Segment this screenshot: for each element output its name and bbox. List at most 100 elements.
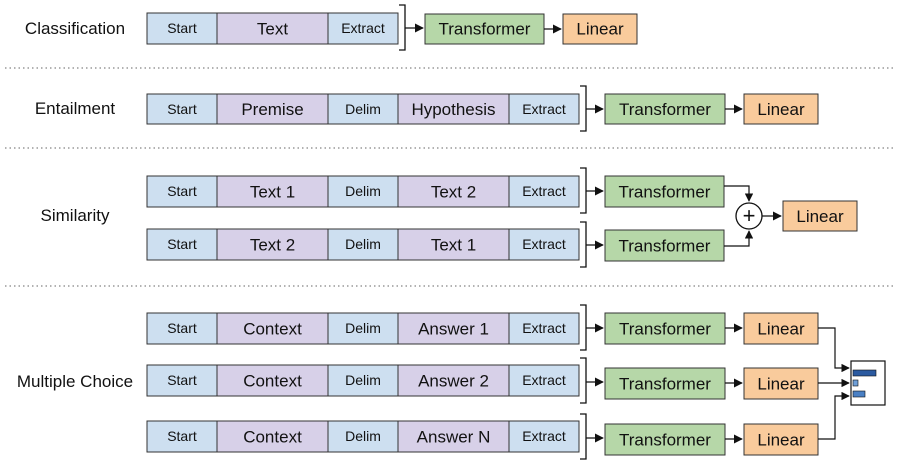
transformer-label: Transformer (619, 431, 711, 450)
token-delim-label: Delim (345, 236, 381, 252)
task-label: Entailment (35, 99, 116, 118)
token-start-label: Start (167, 236, 197, 252)
token-premise-label: Premise (241, 100, 303, 119)
token-start (146, 312, 218, 345)
token-extract-label: Extract (341, 20, 385, 36)
transformer-box (604, 312, 726, 345)
token-start-label: Start (167, 20, 197, 36)
token-extract (508, 228, 580, 261)
transformer-box (604, 367, 726, 400)
softmax-icon (850, 360, 886, 406)
token-start (146, 228, 218, 261)
transformer-label: Transformer (439, 20, 531, 39)
linear-box (743, 93, 819, 125)
token-start (146, 364, 218, 397)
token-hypothesis-label: Hypothesis (411, 100, 495, 119)
task-label: Multiple Choice (17, 372, 133, 391)
transformer-box (604, 175, 725, 208)
bracket (580, 85, 587, 132)
token-context-label: Context (243, 320, 302, 339)
transformer-label: Transformer (619, 100, 711, 119)
token-answer-label: Answer N (417, 428, 491, 447)
token-answer-label: Answer 2 (418, 372, 489, 391)
token-context (216, 312, 329, 345)
task-multiple-choice: Multiple Choice Start Context Delim Answ… (17, 304, 886, 460)
token-extract-label: Extract (522, 372, 566, 388)
transformer-label: Transformer (619, 237, 711, 256)
token-delim (327, 228, 399, 261)
token-delim-label: Delim (345, 428, 381, 444)
linear-box (743, 423, 819, 456)
linear-label: Linear (576, 20, 624, 39)
token-text2-label: Text 2 (431, 183, 476, 202)
linear-label: Linear (796, 207, 844, 226)
token-delim-label: Delim (345, 372, 381, 388)
token-answer (397, 312, 510, 345)
transformer-box (604, 93, 726, 125)
task-similarity: Similarity Start Text 1 Delim Text 2 Ext… (41, 167, 858, 268)
token-answer-label: Answer 1 (418, 320, 489, 339)
transformer-label: Transformer (619, 183, 711, 202)
bracket (580, 413, 587, 460)
linear-box (782, 200, 858, 232)
token-extract (508, 364, 580, 397)
bracket (580, 304, 587, 351)
bracket (399, 4, 406, 51)
token-context-label: Context (243, 428, 302, 447)
task-classification: Classification Start Text Extract Transf… (25, 4, 638, 51)
token-text1-label: Text 1 (431, 236, 476, 255)
token-text1 (216, 175, 329, 208)
token-extract-label: Extract (522, 320, 566, 336)
token-text-label: Text (257, 20, 288, 39)
token-extract (508, 312, 580, 345)
transformer-label: Transformer (619, 375, 711, 394)
task-label: Classification (25, 19, 125, 38)
linear-label: Linear (757, 100, 805, 119)
token-start-label: Start (167, 320, 197, 336)
token-delim-label: Delim (345, 183, 381, 199)
token-start (146, 175, 218, 208)
token-start (146, 93, 218, 125)
token-text (216, 12, 329, 45)
token-start-label: Start (167, 183, 197, 199)
token-start-label: Start (167, 101, 197, 117)
linear-label: Linear (757, 375, 805, 394)
token-delim-label: Delim (345, 101, 381, 117)
token-context-label: Context (243, 372, 302, 391)
token-hypothesis (397, 93, 510, 125)
transformer-box (604, 229, 725, 262)
token-start (146, 12, 218, 45)
token-extract-label: Extract (522, 101, 566, 117)
token-answer (397, 364, 510, 397)
linear-label: Linear (757, 431, 805, 450)
token-text2-label: Text 2 (250, 236, 295, 255)
bracket (580, 167, 587, 214)
combine-symbol: + (743, 203, 756, 228)
token-text1-label: Text 1 (250, 183, 295, 202)
linear-box (562, 13, 638, 45)
transformer-box (604, 423, 726, 456)
token-delim-label: Delim (345, 320, 381, 336)
token-delim (327, 312, 399, 345)
token-start-label: Start (167, 428, 197, 444)
token-text2 (216, 228, 329, 261)
token-extract-label: Extract (522, 183, 566, 199)
token-extract (327, 12, 399, 45)
token-delim (327, 93, 399, 125)
connector (724, 185, 754, 202)
token-extract (508, 420, 580, 453)
token-start-label: Start (167, 372, 197, 388)
token-extract (508, 175, 580, 208)
task-entailment: Entailment Start Premise Delim Hypothesi… (35, 85, 819, 132)
transformer-label: Transformer (619, 320, 711, 339)
token-delim (327, 364, 399, 397)
bracket (580, 357, 587, 404)
bracket (580, 221, 587, 268)
token-extract-label: Extract (522, 236, 566, 252)
token-extract-label: Extract (522, 428, 566, 444)
connector (818, 327, 850, 373)
connector (724, 230, 754, 247)
token-extract (508, 93, 580, 125)
token-text1 (397, 228, 510, 261)
